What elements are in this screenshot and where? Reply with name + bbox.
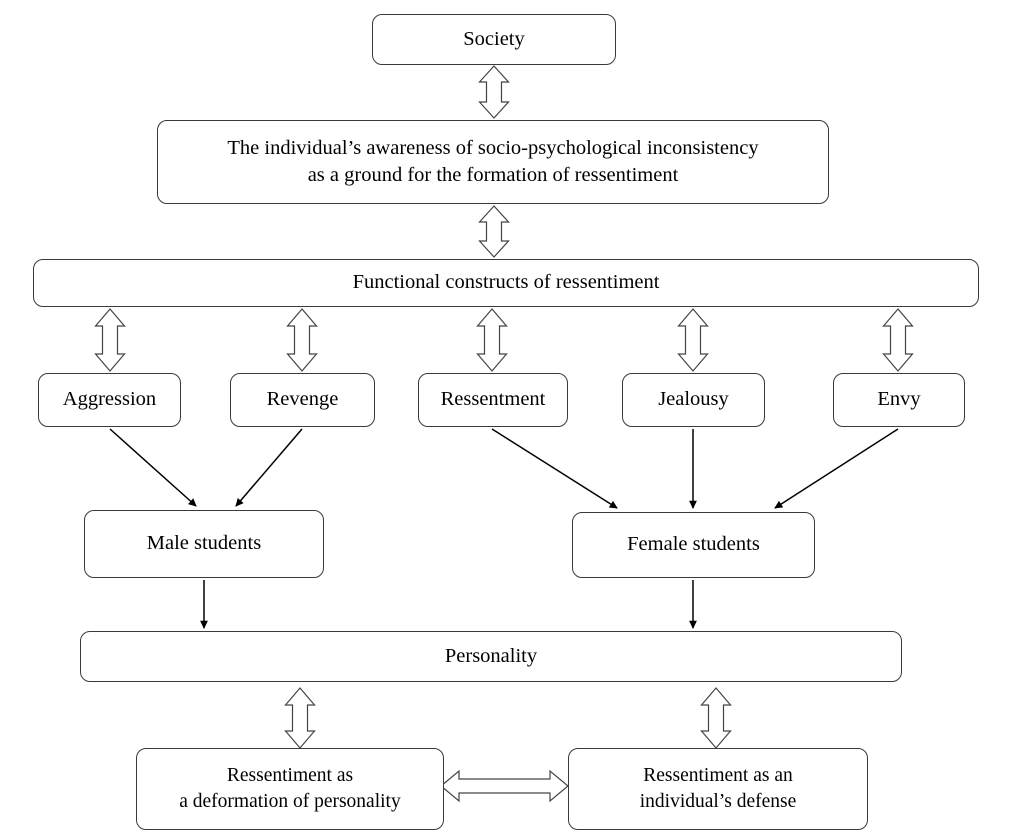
node-functional-constructs[interactable]: Functional constructs of ressentiment [33, 259, 979, 307]
connector-deformation-defense [440, 769, 569, 803]
node-jealousy-label: Jealousy [658, 388, 729, 411]
connector-awareness-constructs [478, 205, 510, 258]
node-ressentment[interactable]: Ressentment [418, 373, 568, 427]
node-jealousy[interactable]: Jealousy [622, 373, 765, 427]
node-ressentiment-defense[interactable]: Ressentiment as an individual’s defense [568, 748, 868, 830]
node-male-students[interactable]: Male students [84, 510, 324, 578]
connector-revenge-male [235, 428, 303, 507]
node-society-label: Society [463, 27, 525, 50]
connector-constructs-aggression [94, 308, 126, 372]
node-awareness-label: The individual’s awareness of socio-psyc… [227, 136, 759, 186]
node-aggression[interactable]: Aggression [38, 373, 181, 427]
node-awareness[interactable]: The individual’s awareness of socio-psyc… [157, 120, 829, 204]
node-revenge[interactable]: Revenge [230, 373, 375, 427]
connector-personality-deformation [284, 687, 316, 749]
node-personality-label: Personality [444, 644, 538, 667]
connector-constructs-envy [882, 308, 914, 372]
node-envy-label: Envy [877, 388, 921, 411]
node-female-students-label: Female students [627, 533, 760, 556]
node-ressentiment-deformation-label: Ressentiment as a deformation of persona… [179, 765, 401, 812]
node-ressentiment-defense-label: Ressentiment as an individual’s defense [639, 765, 797, 812]
connector-constructs-revenge [286, 308, 318, 372]
connector-envy-female [774, 428, 899, 509]
node-ressentment-label: Ressentment [440, 388, 546, 411]
connector-society-awareness [478, 65, 510, 119]
node-personality[interactable]: Personality [80, 631, 902, 682]
node-female-students[interactable]: Female students [572, 512, 815, 578]
connector-personality-defense [700, 687, 732, 749]
node-revenge-label: Revenge [266, 388, 339, 411]
node-functional-constructs-label: Functional constructs of ressentiment [352, 271, 660, 294]
node-society[interactable]: Society [372, 14, 616, 65]
connector-constructs-ressentment [476, 308, 508, 372]
node-male-students-label: Male students [146, 532, 262, 555]
connector-constructs-jealousy [677, 308, 709, 372]
node-ressentiment-deformation[interactable]: Ressentiment as a deformation of persona… [136, 748, 444, 830]
node-envy[interactable]: Envy [833, 373, 965, 427]
connector-ressentment-female [491, 428, 618, 509]
node-aggression-label: Aggression [62, 388, 157, 411]
connector-aggression-male [109, 428, 197, 507]
